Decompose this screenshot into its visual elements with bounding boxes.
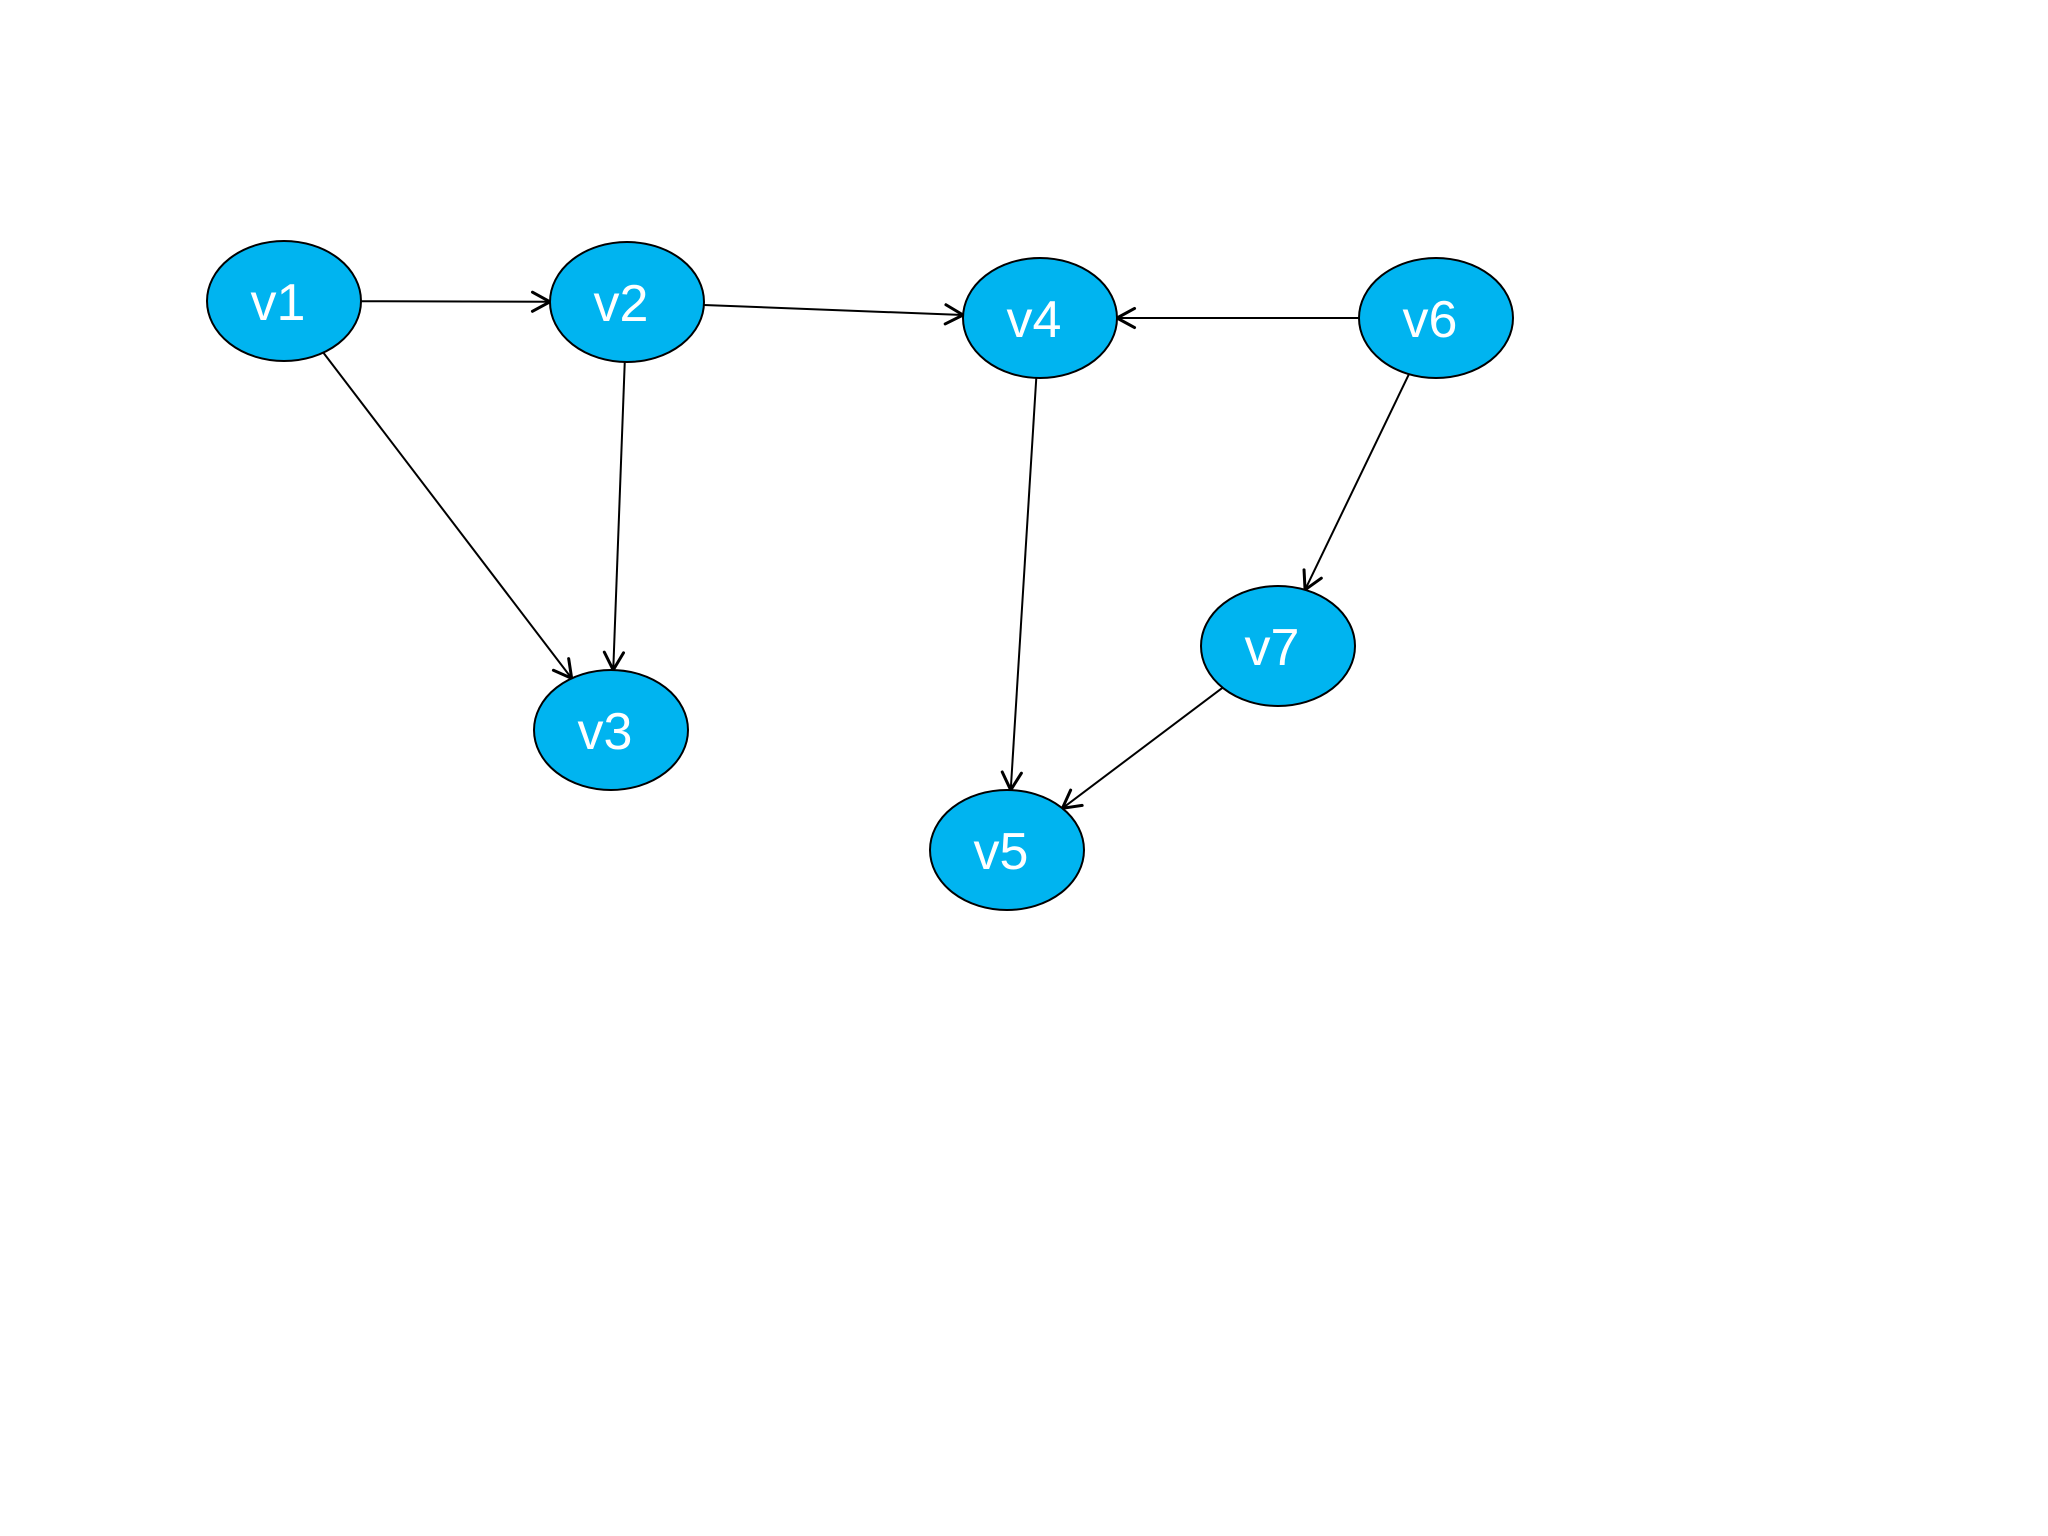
edge-v1-v2 [360, 290, 552, 313]
edge-line [703, 303, 964, 317]
edge-v2-v3 [602, 361, 626, 672]
node-ellipse [1200, 585, 1356, 707]
node-ellipse [962, 257, 1118, 379]
node-ellipse [549, 241, 705, 363]
node-ellipse [206, 240, 362, 362]
edge-v4-v5 [1000, 377, 1038, 792]
node-v4: v4 [962, 257, 1118, 379]
node-v2: v2 [549, 241, 705, 363]
edge-v7-v5 [1060, 686, 1224, 810]
edges-layer [322, 290, 1410, 810]
node-label: v5 [974, 823, 1029, 881]
node-label: v4 [1007, 291, 1062, 349]
node-label: v3 [578, 703, 633, 761]
node-v6: v6 [1358, 257, 1514, 379]
edge-v2-v4 [703, 303, 965, 326]
edge-line [322, 351, 573, 680]
node-label: v1 [251, 274, 306, 332]
edge-line [1304, 373, 1410, 591]
edge-line [612, 361, 626, 671]
node-v7: v7 [1200, 585, 1356, 707]
edge-v1-v3 [322, 351, 574, 680]
edge-v6-v7 [1302, 373, 1410, 592]
edge-line [360, 300, 551, 303]
node-ellipse [533, 669, 689, 791]
node-v3: v3 [533, 669, 689, 791]
node-label: v6 [1403, 291, 1458, 349]
edge-line [1009, 377, 1038, 791]
node-label: v7 [1245, 619, 1300, 677]
edge-v6-v4 [1115, 306, 1359, 330]
node-label: v2 [594, 275, 649, 333]
edge-line [1061, 686, 1224, 810]
node-ellipse [1358, 257, 1514, 379]
node-v1: v1 [206, 240, 362, 362]
node-ellipse [929, 789, 1085, 911]
node-v5: v5 [929, 789, 1085, 911]
nodes-layer: v1 v2 v3 v4 v5 v6 v7 [206, 240, 1514, 911]
